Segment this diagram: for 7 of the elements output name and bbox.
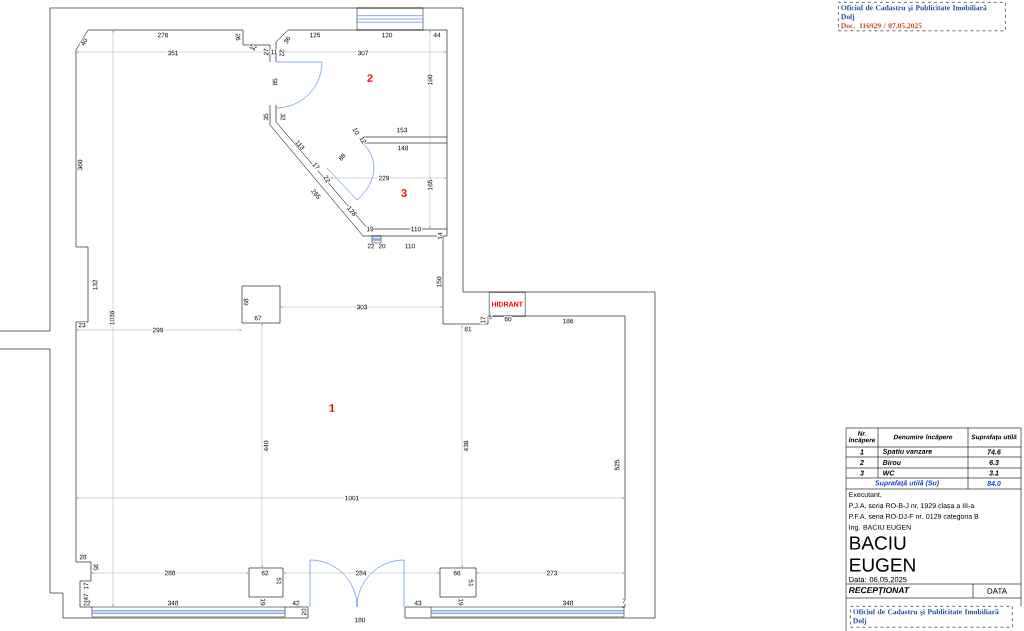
signature-name: EUGEN (850, 558, 915, 572)
date-heading: DATA (987, 588, 1008, 594)
room-number: 1 (329, 404, 335, 412)
room-number: 2 (367, 74, 373, 82)
reception-heading: RECEPŢIONAT (848, 587, 910, 595)
room-number: 3 (401, 189, 407, 197)
signature-name: BACIU (850, 536, 906, 550)
